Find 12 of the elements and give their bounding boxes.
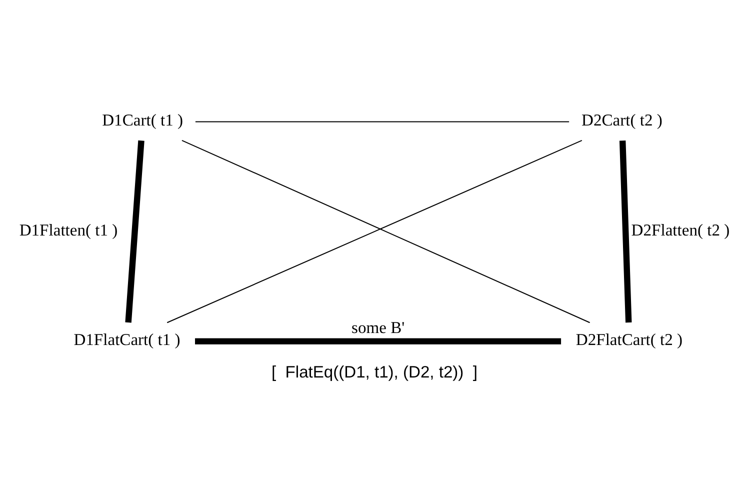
edge-label: D2Flatten( t2 ) bbox=[631, 220, 730, 239]
node-text: D2FlatCart( t2 ) bbox=[576, 330, 683, 349]
node-text: D1FlatCart( t1 ) bbox=[74, 330, 180, 349]
edge-label: D1Flatten( t1 ) bbox=[19, 220, 118, 239]
node-text: D2Cart( t2 ) bbox=[582, 110, 662, 130]
connector bbox=[195, 338, 562, 344]
connector bbox=[195, 120, 570, 122]
edge-label: some B' bbox=[352, 317, 405, 336]
node-text: D1Cart( t1 ) bbox=[102, 110, 183, 130]
connector bbox=[619, 140, 632, 322]
caption: [ FlatEq((D1, t1), (D2, t2)) ] bbox=[272, 362, 478, 381]
connector bbox=[125, 140, 144, 322]
